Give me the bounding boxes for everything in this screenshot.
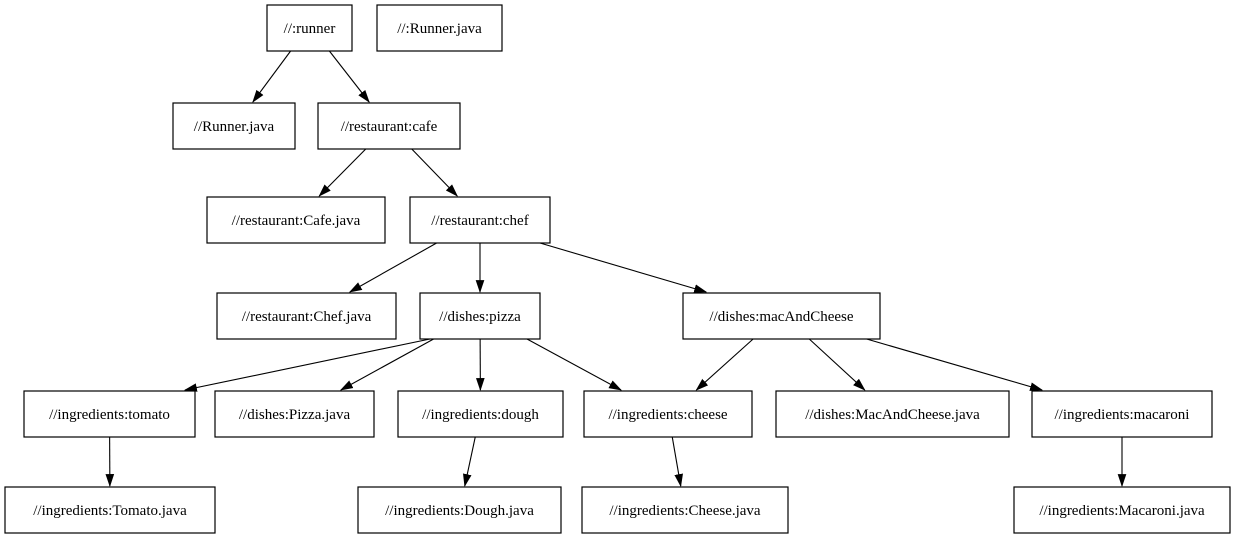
graph-node-tomato: //ingredients:tomato	[23, 390, 196, 438]
node-box-chef_java	[216, 292, 397, 340]
node-label-tomato_java: //ingredients:Tomato.java	[33, 503, 187, 519]
graph-node-runner_java: //Runner.java	[172, 102, 296, 150]
node-box-runner_java	[172, 102, 296, 150]
edge-chef-to-macandcheese	[539, 242, 708, 293]
node-box-tomato_java	[4, 486, 216, 534]
edge-macandcheese-to-macaroni	[866, 338, 1044, 391]
graph-node-macandcheese: //dishes:macAndCheese	[682, 292, 881, 340]
graph-node-dough: //ingredients:dough	[397, 390, 564, 438]
node-box-macandcheese	[682, 292, 881, 340]
nodes-layer: //:runner //:Runner.java //Runner.java //re…	[4, 4, 1231, 534]
edge-pizza-to-pizza_java	[339, 338, 434, 391]
node-box-macandcheese_java	[775, 390, 1010, 438]
node-box-dough	[397, 390, 564, 438]
graph-node-runner_java_src: //:Runner.java	[376, 4, 503, 52]
node-label-macandcheese: //dishes:macAndCheese	[709, 309, 853, 325]
graph-node-cheese_java: //ingredients:Cheese.java	[581, 486, 789, 534]
graph-node-dough_java: //ingredients:Dough.java	[357, 486, 562, 534]
node-box-cheese	[583, 390, 753, 438]
graph-node-tomato_java: //ingredients:Tomato.java	[4, 486, 216, 534]
node-label-pizza_java: //dishes:Pizza.java	[239, 407, 351, 423]
node-box-pizza_java	[214, 390, 375, 438]
edge-macandcheese-to-cheese	[695, 338, 754, 391]
node-label-cheese_java: //ingredients:Cheese.java	[609, 503, 761, 519]
edge-pizza-to-cheese	[526, 338, 622, 391]
node-box-chef	[409, 196, 551, 244]
graph-node-runner: //:runner	[266, 4, 353, 52]
graph-node-chef: //restaurant:chef	[409, 196, 551, 244]
graph-node-cheese: //ingredients:cheese	[583, 390, 753, 438]
graph-node-macaroni: //ingredients:macaroni	[1031, 390, 1213, 438]
graph-node-chef_java: //restaurant:Chef.java	[216, 292, 397, 340]
node-box-macaroni_java	[1013, 486, 1231, 534]
graph-node-cafe_java: //restaurant:Cafe.java	[206, 196, 386, 244]
node-label-chef: //restaurant:chef	[431, 213, 528, 229]
node-label-cafe: //restaurant:cafe	[341, 119, 438, 135]
node-label-chef_java: //restaurant:Chef.java	[242, 309, 372, 325]
graph-node-pizza: //dishes:pizza	[419, 292, 541, 340]
node-label-cafe_java: //restaurant:Cafe.java	[232, 213, 361, 229]
node-box-pizza	[419, 292, 541, 340]
edge-cheese-to-cheese_java	[671, 436, 683, 488]
node-box-tomato	[23, 390, 196, 438]
graph-node-macandcheese_java: //dishes:MacAndCheese.java	[775, 390, 1010, 438]
graph-node-cafe: //restaurant:cafe	[317, 102, 461, 150]
node-label-tomato: //ingredients:tomato	[49, 407, 170, 423]
node-label-macandcheese_java: //dishes:MacAndCheese.java	[805, 407, 980, 423]
node-label-cheese: //ingredients:cheese	[608, 407, 727, 423]
node-label-dough_java: //ingredients:Dough.java	[385, 503, 534, 519]
edge-macandcheese-to-macandcheese_java	[808, 338, 866, 391]
graph-node-macaroni_java: //ingredients:Macaroni.java	[1013, 486, 1231, 534]
edge-runner-to-runner_java	[252, 50, 292, 103]
edge-cafe-to-chef	[411, 148, 459, 197]
node-label-pizza: //dishes:pizza	[439, 309, 521, 325]
edges-layer	[105, 50, 1127, 488]
node-box-dough_java	[357, 486, 562, 534]
node-box-runner_java_src	[376, 4, 503, 52]
edge-dough-to-dough_java	[463, 436, 476, 488]
edge-cafe-to-cafe_java	[318, 148, 367, 197]
node-label-runner_java_src: //:Runner.java	[397, 21, 482, 37]
node-box-cheese_java	[581, 486, 789, 534]
edge-pizza-to-tomato	[183, 338, 431, 392]
edge-runner-to-cafe	[328, 50, 370, 103]
graph-node-pizza_java: //dishes:Pizza.java	[214, 390, 375, 438]
node-label-macaroni: //ingredients:macaroni	[1055, 407, 1190, 423]
node-box-cafe	[317, 102, 461, 150]
node-box-runner	[266, 4, 353, 52]
node-label-runner: //:runner	[284, 21, 336, 37]
node-label-runner_java: //Runner.java	[194, 119, 275, 135]
node-label-macaroni_java: //ingredients:Macaroni.java	[1039, 503, 1205, 519]
node-box-cafe_java	[206, 196, 386, 244]
node-box-macaroni	[1031, 390, 1213, 438]
node-label-dough: //ingredients:dough	[422, 407, 539, 423]
edge-chef-to-chef_java	[348, 242, 437, 293]
